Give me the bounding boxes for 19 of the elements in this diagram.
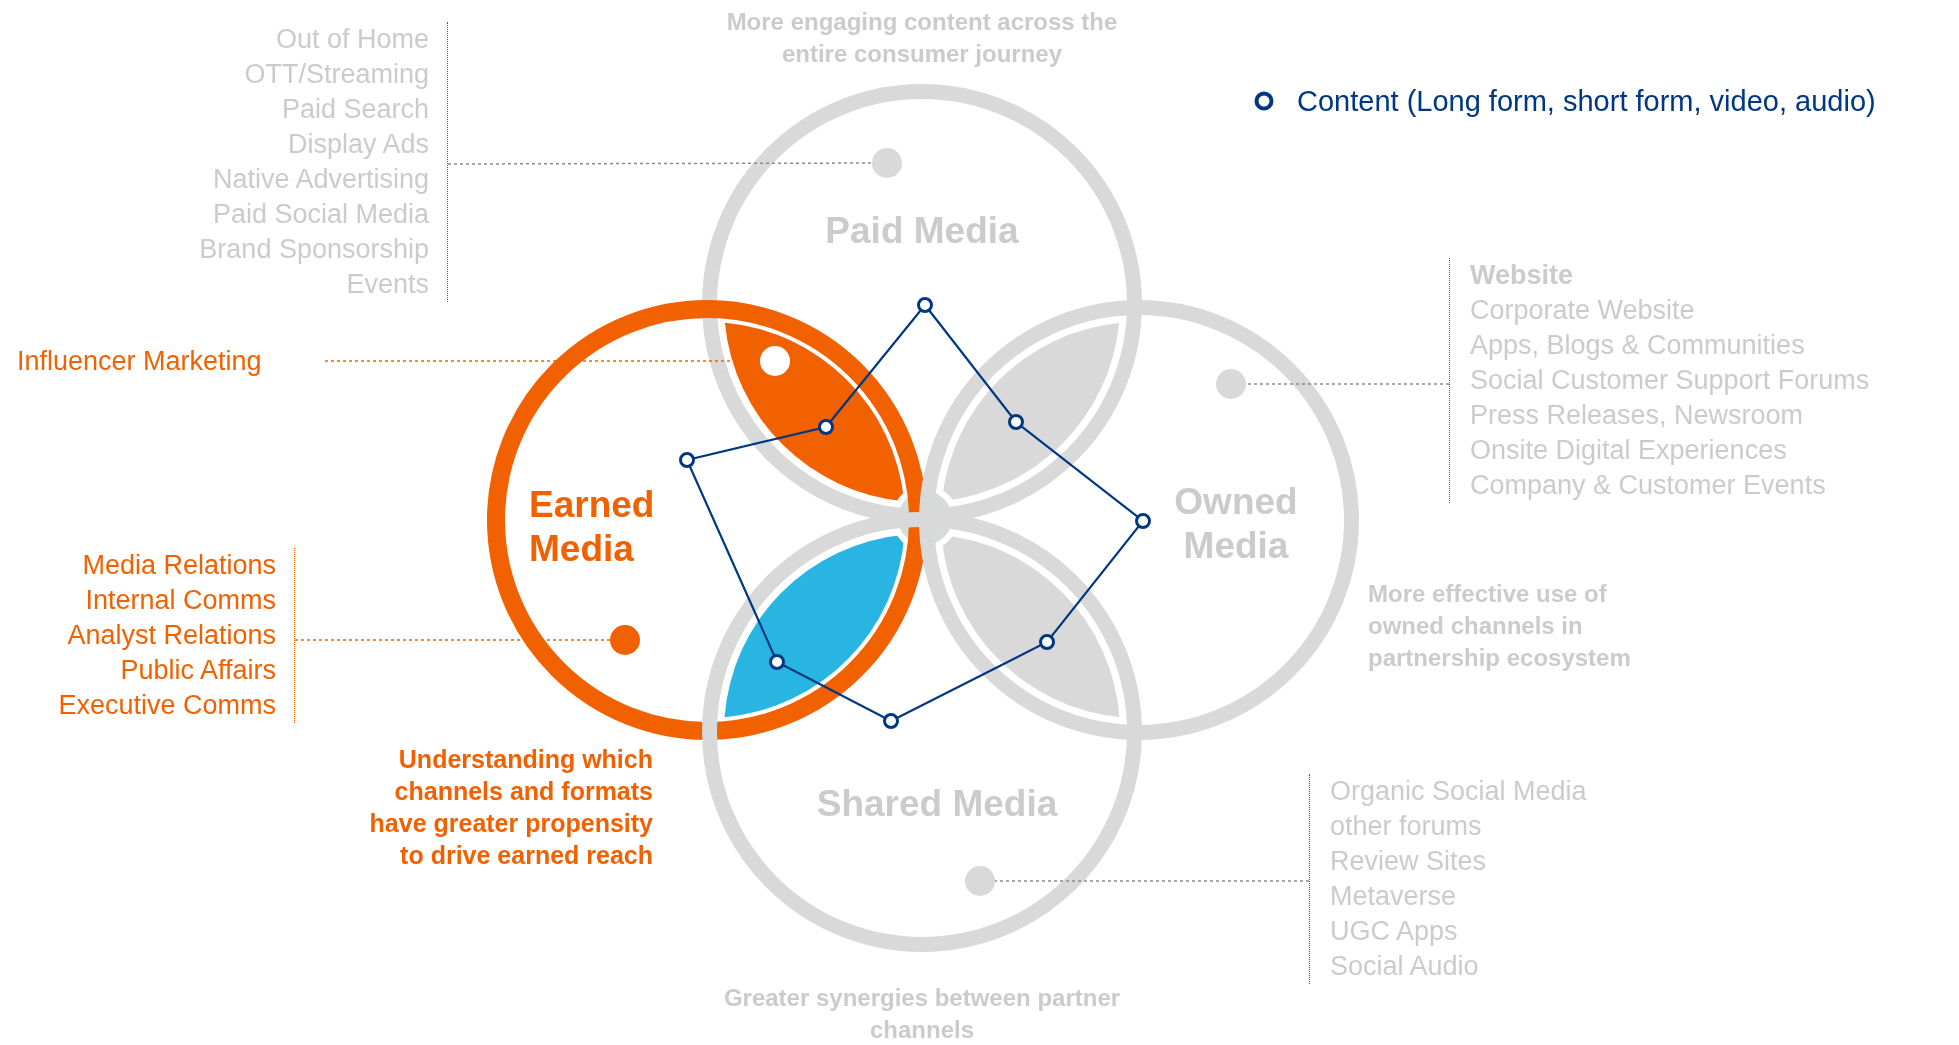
media-circle bbox=[702, 512, 1142, 952]
marker-dot bbox=[1216, 369, 1246, 399]
list-item: Internal Comms bbox=[84, 584, 276, 617]
legend-text: Content (Long form, short form, video, audio) bbox=[1297, 84, 1876, 119]
list-item: Executive Comms bbox=[57, 689, 276, 722]
leader-line bbox=[1245, 383, 1450, 385]
marker-dot bbox=[872, 148, 902, 178]
caption-text: Understanding which channels and formats have greater propensity to drive earned reach bbox=[368, 744, 653, 871]
list-item: Analyst Relations bbox=[66, 619, 276, 652]
leader-line bbox=[447, 162, 873, 165]
marker-dot bbox=[610, 625, 640, 655]
callout-text: Influencer Marketing bbox=[17, 343, 317, 379]
media-circle bbox=[919, 300, 1359, 740]
leader-line bbox=[994, 880, 1310, 882]
leader-line bbox=[294, 639, 611, 641]
circle-label: Earned Media bbox=[529, 483, 656, 571]
list-item: Public Affairs bbox=[119, 654, 276, 687]
list-item: Media Relations bbox=[81, 549, 276, 582]
marker-dot bbox=[965, 866, 995, 896]
